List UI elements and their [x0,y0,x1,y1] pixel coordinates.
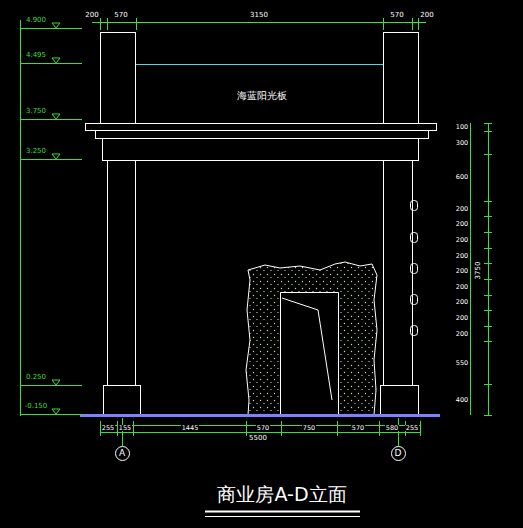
pillar [108,161,136,386]
dimension: 100 [455,124,469,131]
dimension: 3750 [475,260,482,280]
dimension: 200 [455,299,469,306]
lamp [411,201,418,211]
arch-opening [282,298,332,400]
pillar-top [384,33,419,124]
title-underline [205,511,360,513]
dimension: 200 [419,12,434,19]
pillar-base [104,386,141,416]
dimension: 200 [455,206,469,213]
lamp [411,233,418,243]
arch-opening [281,293,339,416]
dimension: 200 [84,12,99,19]
pillar [384,161,413,386]
dimension: 200 [455,253,469,260]
dimension: 200 [455,221,469,228]
dimension: 570 [351,425,365,432]
dimension: 255 [405,425,419,432]
dimension: 5500 [248,435,268,442]
dimension: 750 [302,425,316,432]
elevation-mark: 3.250 [25,148,47,155]
glass-panel [136,64,383,65]
pillar-top [101,33,136,124]
lamp [411,264,418,274]
dimension: 580 [385,425,399,432]
dimension: 550 [455,360,469,367]
elevation-mark: 4.495 [25,52,47,59]
elevation-mark: 3.750 [25,108,47,115]
ground-line [80,414,440,417]
axis-label: A [119,449,125,458]
dimension: 570 [113,12,128,19]
dimension: 200 [455,315,469,322]
dimension: 200 [455,331,469,338]
beam [96,131,429,139]
dimension: 570 [389,12,404,19]
beam [86,124,437,131]
dimension: 255 [101,425,115,432]
drawing-title: 商业房A-D立面 [215,485,348,504]
dimension: 200 [455,284,469,291]
stone-arch [246,262,377,415]
dimension: 3150 [249,12,269,19]
dimension: 200 [455,268,469,275]
dimension: 300 [455,140,469,147]
beam [103,139,419,161]
elevation-mark: 4.900 [25,17,47,24]
axis-bubble: A [115,446,130,461]
dimension: 570 [256,425,270,432]
lamp [411,295,418,305]
elevation-mark: -0.150 [24,403,49,410]
dimension: 400 [455,397,469,404]
dimension: 155 [118,425,132,432]
material-note: 海蓝阳光板 [236,91,288,101]
elevation-axis [20,20,21,416]
lamp [411,326,418,336]
axis-bubble: D [391,446,406,461]
axis-label: D [395,449,402,458]
pillar-base [381,386,419,416]
dimension: 1445 [181,425,200,432]
title-underline [205,516,360,517]
dimension: 600 [455,174,469,181]
elevation-mark: 0.250 [25,374,47,381]
dimension: 200 [455,237,469,244]
